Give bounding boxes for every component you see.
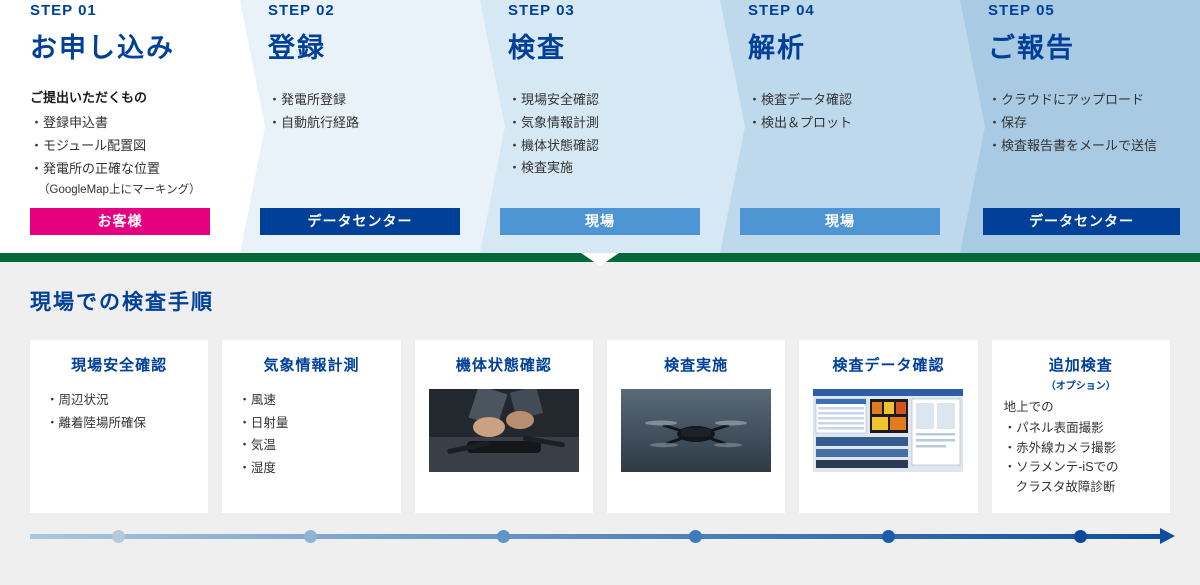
step-number: STEP 05	[988, 2, 1055, 19]
card-item: ・周辺状況	[46, 393, 109, 407]
flying-drone-photo	[621, 389, 772, 472]
step-item: ・発電所の正確な位置	[30, 160, 161, 176]
card-item-list: ・周辺状況 ・離着陸場所確保	[30, 389, 208, 434]
card-item: ・離着陸場所確保	[46, 415, 147, 430]
card-title: 現場安全確認	[71, 357, 168, 374]
card-item: ・気温	[238, 438, 276, 452]
procedure-card-aircraft-check: 機体状態確認	[414, 340, 593, 513]
step-item: ・クラウドにアップロード	[988, 92, 1145, 107]
step-column-4: STEP 04 解析 ・検査データ確認 ・検出＆プロット	[748, 2, 943, 135]
step-number: STEP 02	[268, 2, 335, 19]
step-item-list: ・登録申込書 ・モジュール配置図 ・発電所の正確な位置 （GoogleMap上に…	[30, 112, 230, 200]
timeline-dot-1	[112, 530, 125, 543]
card-title: 気象情報計測	[263, 357, 360, 374]
procedure-cards: 現場安全確認 ・周辺状況 ・離着陸場所確保 気象情報計測 ・風速 ・日射量 ・気…	[30, 340, 1170, 513]
step-item: ・気象情報計測	[508, 114, 600, 130]
step-item-list: ・発電所登録 ・自動航行経路	[268, 89, 463, 135]
drone-maintenance-photo	[428, 389, 579, 472]
timeline-dot-3	[497, 530, 510, 543]
actor-badge-site: 現場	[740, 208, 940, 235]
actor-badge-datacenter: データセンター	[983, 208, 1180, 235]
timeline-dot-5	[882, 530, 895, 543]
card-title: 追加検査	[1048, 357, 1113, 374]
card-lead-text: 地上での	[1003, 400, 1054, 414]
timeline-dot-6	[1074, 530, 1087, 543]
step-item: ・検査データ確認	[748, 92, 853, 107]
flow-pointer-notch	[581, 253, 619, 266]
card-item: ・湿度	[238, 460, 276, 475]
section-title: 現場での検査手順	[30, 291, 214, 314]
timeline-arrowhead-icon	[1160, 528, 1175, 544]
step-item: ・登録申込書	[30, 115, 109, 130]
step-number: STEP 03	[508, 2, 575, 19]
procedure-card-safety-check: 現場安全確認 ・周辺状況 ・離着陸場所確保	[30, 340, 209, 513]
card-item: ・ソラメンテ-iSでの	[1003, 460, 1119, 475]
step-item: ・保存	[988, 114, 1028, 130]
step-column-2: STEP 02 登録 ・発電所登録 ・自動航行経路	[268, 2, 463, 135]
card-subtitle: （オプション）	[1045, 381, 1116, 392]
step-item: ・発電所登録	[268, 92, 347, 107]
step-item-note: （GoogleMap上にマーキング）	[38, 184, 201, 197]
step-title: 検査	[508, 33, 566, 63]
timeline-dot-2	[304, 530, 317, 543]
procedure-card-inspection: 検査実施	[606, 340, 786, 513]
actor-badge-customer: お客様	[30, 208, 210, 235]
site-procedure-section: 現場での検査手順 現場安全確認 ・周辺状況 ・離着陸場所確保 気象情報計測 ・風…	[0, 262, 1200, 585]
card-item: ・パネル表面撮影	[1003, 421, 1104, 436]
actor-badge-site: 現場	[500, 208, 700, 235]
step-column-1: STEP 01 お申し込み ご提出いただくもの ・登録申込書 ・モジュール配置図…	[30, 2, 230, 200]
step-item-list: ・検査データ確認 ・検出＆プロット	[748, 89, 943, 135]
step-item: ・検出＆プロット	[748, 114, 853, 130]
procedure-card-weather: 気象情報計測 ・風速 ・日射量 ・気温 ・湿度	[222, 340, 401, 513]
step-column-5: STEP 05 ご報告 ・クラウドにアップロード ・保存 ・検査報告書をメールで…	[988, 2, 1188, 157]
step-title: お申し込み	[30, 33, 175, 63]
step-item-list: ・クラウドにアップロード ・保存 ・検査報告書をメールで送信	[988, 89, 1188, 157]
step-item: ・現場安全確認	[508, 92, 600, 107]
step-column-3: STEP 03 検査 ・現場安全確認 ・気象情報計測 ・機体状態確認 ・検査実施	[508, 2, 703, 180]
step-item-list: ・現場安全確認 ・気象情報計測 ・機体状態確認 ・検査実施	[508, 89, 703, 180]
card-title: 検査実施	[664, 357, 729, 374]
inspection-software-screenshot	[813, 389, 964, 472]
timeline-line	[30, 534, 1163, 539]
step-title: ご報告	[988, 33, 1075, 63]
card-item: ・風速	[238, 393, 276, 407]
step-item: ・モジュール配置図	[30, 137, 147, 153]
step-subtitle: ご提出いただくもの	[30, 90, 148, 105]
card-item-list: ・パネル表面撮影 ・赤外線カメラ撮影 ・ソラメンテ-iSでの クラスタ故障診断	[992, 419, 1170, 497]
step-item: ・検査実施	[508, 160, 574, 176]
procedure-card-data-check: 検査データ確認	[799, 340, 978, 513]
step-item: ・機体状態確認	[508, 137, 600, 153]
actor-badge-datacenter: データセンター	[260, 208, 460, 235]
step-item: ・自動航行経路	[268, 114, 360, 130]
procedure-card-additional-inspection: 追加検査 （オプション） 地上での ・パネル表面撮影 ・赤外線カメラ撮影 ・ソラ…	[991, 340, 1170, 513]
step-item: ・検査報告書をメールで送信	[988, 137, 1158, 153]
process-flow: STEP 01 お申し込み ご提出いただくもの ・登録申込書 ・モジュール配置図…	[0, 0, 1200, 253]
card-item-continuation: クラスタ故障診断	[1015, 479, 1116, 494]
card-item-list: ・風速 ・日射量 ・気温 ・湿度	[222, 389, 400, 479]
card-title: 機体状態確認	[455, 357, 552, 374]
step-title: 解析	[748, 33, 806, 63]
card-title: 検査データ確認	[832, 357, 945, 374]
card-item: ・赤外線カメラ撮影	[1003, 440, 1117, 455]
timeline-dot-4	[689, 530, 702, 543]
step-number: STEP 01	[30, 2, 97, 19]
card-item: ・日射量	[238, 415, 289, 430]
step-title: 登録	[268, 33, 326, 63]
step-number: STEP 04	[748, 2, 815, 19]
